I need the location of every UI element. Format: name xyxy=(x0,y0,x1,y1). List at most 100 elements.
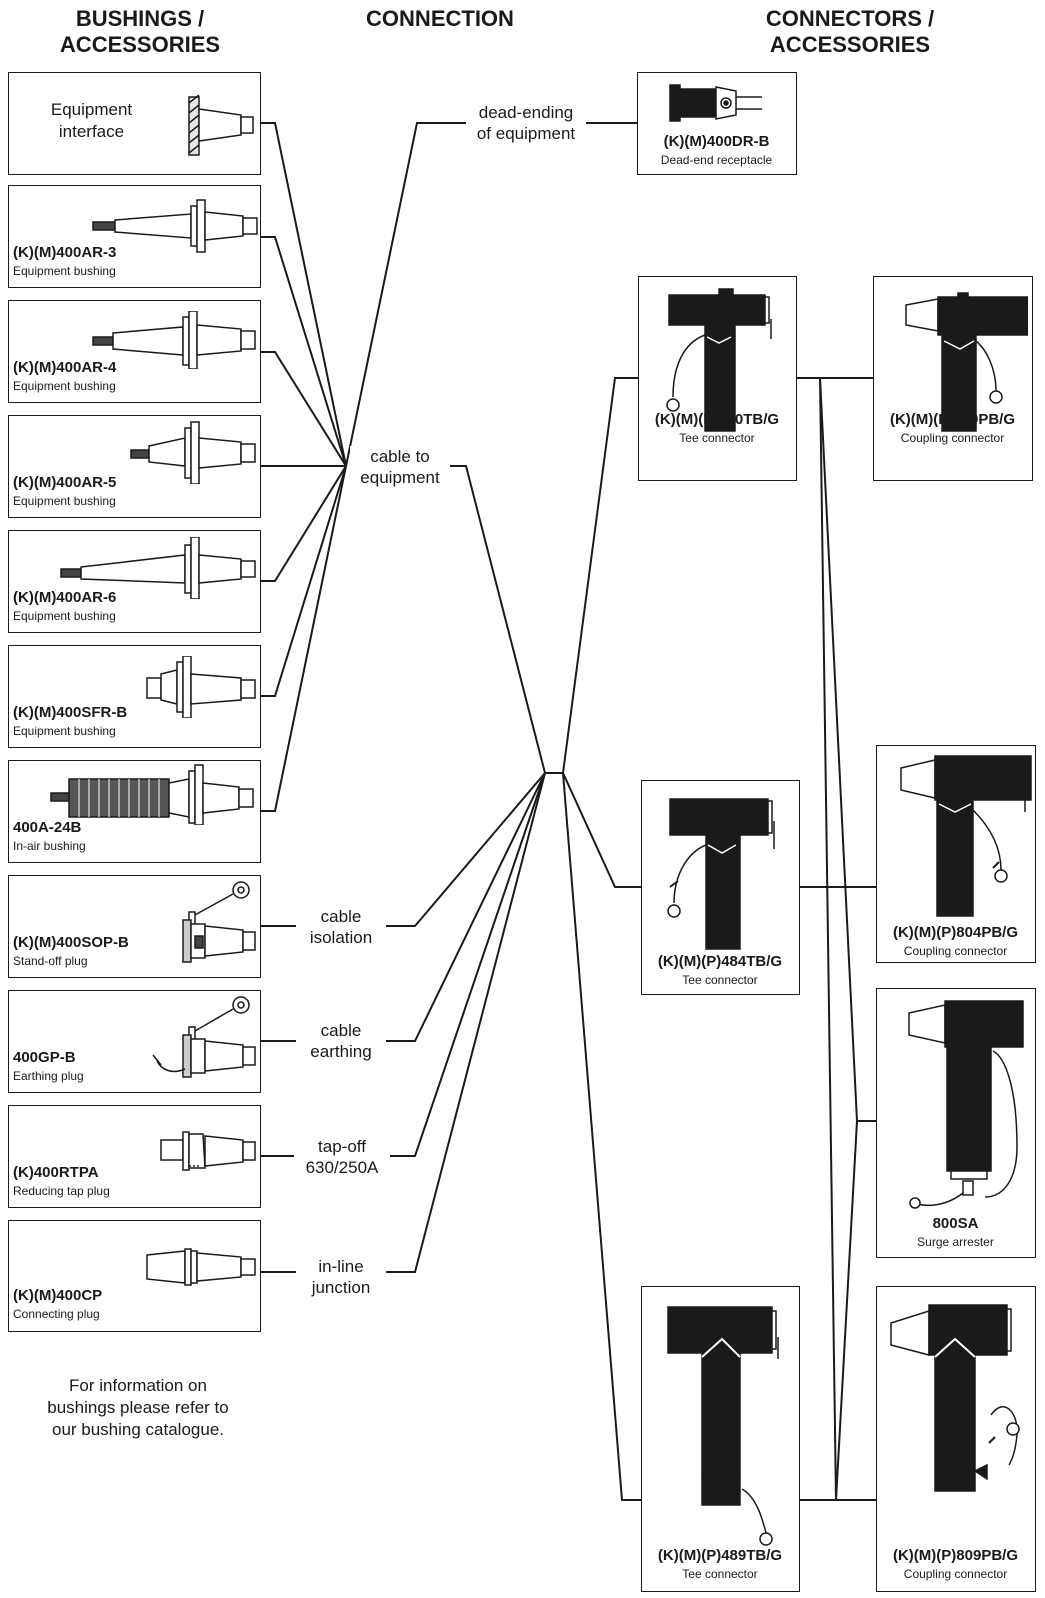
bushing-400ar-4[interactable]: (K)(M)400AR-4 Equipment bushing xyxy=(8,300,261,403)
bushing-desc: Equipment bushing xyxy=(13,379,116,393)
connector-code: (K)(M)(P)484TB/G xyxy=(657,953,783,970)
bushing-desc: Stand-off plug xyxy=(13,954,88,968)
connector-800pb-g[interactable]: (K)(M)(P)800PB/G Coupling connector xyxy=(873,276,1033,481)
connection-in-line-junction: in-line junction xyxy=(296,1256,386,1298)
bushing-code: 400GP-B xyxy=(13,1049,76,1066)
connector-desc: Coupling connector xyxy=(903,944,1008,958)
coupling-connector-804-icon xyxy=(900,755,1032,917)
connection-cable-to-equipment: cable to equipment xyxy=(350,446,450,488)
connector-804pb-g[interactable]: (K)(M)(P)804PB/G Coupling connector xyxy=(876,745,1036,963)
connection-label-line2: 630/250A xyxy=(305,1158,379,1177)
connection-label-line2: equipment xyxy=(360,468,440,487)
bushing-code: (K)(M)400AR-4 xyxy=(13,359,117,376)
bushing-ar6-icon xyxy=(60,537,256,599)
coupling-connector-800-icon xyxy=(905,292,1028,432)
bushing-desc: Equipment bushing xyxy=(13,264,116,278)
bushing-desc: Equipment bushing xyxy=(13,609,116,623)
connector-code: (K)(M)(P)800PB/G xyxy=(889,411,1015,428)
line-sfr xyxy=(261,465,347,697)
bushing-code: (K)(M)400AR-3 xyxy=(13,244,117,261)
bushing-400ar-3[interactable]: (K)(M)400AR-3 Equipment bushing xyxy=(8,185,261,288)
bushing-sop-icon xyxy=(182,881,256,963)
bushing-code: 400A-24B xyxy=(13,819,82,836)
equipment-interface-line1: Equipment xyxy=(50,100,133,119)
line-dead-ending xyxy=(345,122,637,467)
connector-809pb-g[interactable]: (K)(M)(P)809PB/G Coupling connector xyxy=(876,1286,1036,1592)
connector-desc: Dead-end receptacle xyxy=(660,153,773,167)
connection-label-line1: dead-ending xyxy=(478,103,574,122)
bushing-code: (K)(M)400CP xyxy=(13,1287,103,1304)
header-bushings-line1: BUSHINGS / xyxy=(75,6,205,31)
line-24b xyxy=(261,465,347,812)
bushing-400a-24b[interactable]: 400A-24B In-air bushing xyxy=(8,760,261,863)
bushing-400ar-6[interactable]: (K)(M)400AR-6 Equipment bushing xyxy=(8,530,261,633)
connector-desc: Tee connector xyxy=(682,1567,758,1581)
connection-cable-earthing: cable earthing xyxy=(296,1020,386,1062)
line-hub-main xyxy=(450,465,563,774)
connection-label-line1: in-line xyxy=(318,1257,364,1276)
connection-label-line2: isolation xyxy=(309,928,373,947)
connector-code: (K)(M)(P)480TB/G xyxy=(654,411,780,428)
tee-connector-480-icon xyxy=(666,288,772,432)
connection-label-line1: tap-off xyxy=(318,1137,366,1156)
bushing-equipment-interface[interactable]: Equipment interface xyxy=(8,72,261,175)
bushing-ar5-icon xyxy=(130,421,256,484)
bushing-desc: Equipment bushing xyxy=(13,494,116,508)
bushing-ar3-icon xyxy=(92,199,258,253)
bushing-cp-icon xyxy=(146,1248,256,1286)
dead-end-receptacle-icon xyxy=(669,84,762,122)
header-connection: CONNECTION xyxy=(366,6,514,31)
note-line1: For information on xyxy=(69,1376,207,1395)
connector-code: (K)(M)400DR-B xyxy=(663,133,770,150)
connection-label-line2: junction xyxy=(311,1278,371,1297)
tee-connector-489-icon xyxy=(667,1306,779,1546)
connector-code: (K)(M)(P)489TB/G xyxy=(657,1547,783,1564)
header-connectors-line1: CONNECTORS / xyxy=(765,6,935,31)
line-ar6 xyxy=(261,465,347,582)
header-bushings-line2: ACCESSORIES xyxy=(59,32,221,57)
bushing-code: (K)(M)400SFR-B xyxy=(13,704,128,721)
bushing-code: (K)(M)400AR-6 xyxy=(13,589,117,606)
line-489-800sa xyxy=(835,1120,858,1501)
connector-400dr-b[interactable]: (K)(M)400DR-B Dead-end receptacle xyxy=(637,72,797,175)
note-line3: our bushing catalogue. xyxy=(51,1420,225,1439)
connector-desc: Tee connector xyxy=(682,973,758,987)
bushing-desc: Equipment bushing xyxy=(13,724,116,738)
bushing-code: (K)(M)400AR-5 xyxy=(13,474,117,491)
connection-label-line1: cable to xyxy=(370,447,430,466)
bushing-sfr-icon xyxy=(146,656,256,718)
bushing-400sfr-b[interactable]: (K)(M)400SFR-B Equipment bushing xyxy=(8,645,261,748)
bushing-rtpa-icon xyxy=(160,1131,256,1171)
bushing-400sop-b[interactable]: (K)(M)400SOP-B Stand-off plug xyxy=(8,875,261,978)
equipment-interface-icon xyxy=(188,95,254,156)
line-rtpa xyxy=(261,772,546,1157)
header-connectors-line2: ACCESSORIES xyxy=(769,32,931,57)
bushing-desc: In-air bushing xyxy=(13,839,86,853)
connector-480tb-g[interactable]: (K)(M)(P)480TB/G Tee connector xyxy=(638,276,797,481)
bushing-400gp-b[interactable]: 400GP-B Earthing plug xyxy=(8,990,261,1093)
connector-code: (K)(M)(P)804PB/G xyxy=(892,924,1018,941)
bushing-code: (K)(M)400SOP-B xyxy=(13,934,129,951)
bushing-code: (K)400RTPA xyxy=(13,1164,99,1181)
bushing-400rtpa[interactable]: (K)400RTPA Reducing tap plug xyxy=(8,1105,261,1208)
connector-489tb-g[interactable]: (K)(M)(P)489TB/G Tee connector xyxy=(641,1286,800,1592)
header-bushings: BUSHINGS / ACCESSORIES xyxy=(40,6,240,58)
line-interface xyxy=(261,122,347,467)
coupling-connector-809-icon xyxy=(890,1304,1020,1492)
connection-label-line2: of equipment xyxy=(476,124,576,143)
connector-desc: Coupling connector xyxy=(900,431,1005,445)
connector-desc: Tee connector xyxy=(679,431,755,445)
header-connectors: CONNECTORS / ACCESSORIES xyxy=(725,6,975,58)
connection-label-line1: cable xyxy=(320,907,362,926)
connector-800sa[interactable]: 800SA Surge arrester xyxy=(876,988,1036,1258)
bushing-desc: Connecting plug xyxy=(13,1307,100,1321)
connector-desc: Surge arrester xyxy=(917,1235,994,1249)
bushing-gp-icon xyxy=(152,996,256,1078)
bushing-400ar-5[interactable]: (K)(M)400AR-5 Equipment bushing xyxy=(8,415,261,518)
line-ar3 xyxy=(261,236,347,467)
connector-484tb-g[interactable]: (K)(M)(P)484TB/G Tee connector xyxy=(641,780,800,995)
connection-label-line1: cable xyxy=(320,1021,362,1040)
line-484tb xyxy=(562,772,641,888)
equipment-interface-line2: interface xyxy=(58,122,125,141)
bushing-400cp[interactable]: (K)(M)400CP Connecting plug xyxy=(8,1220,261,1332)
